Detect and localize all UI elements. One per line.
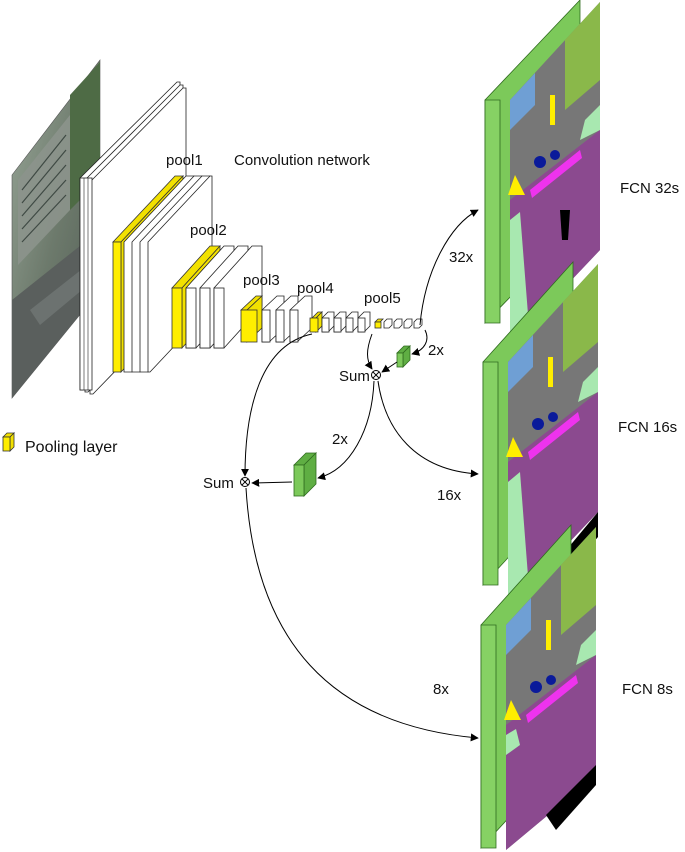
pool4-label: pool4 (297, 280, 334, 297)
upsample-block-2x-small (396, 345, 411, 368)
pool5-layer (374, 318, 384, 329)
network-title: Convolution network (234, 152, 370, 169)
sum-label-2: Sum (203, 475, 234, 492)
arrow-upsample2-to-sum2 (251, 478, 293, 487)
upsample-label-2x-b: 2x (332, 431, 348, 448)
legend-pooling-icon (2, 432, 15, 452)
upsample-label-32x: 32x (449, 249, 474, 266)
pool5-label: pool5 (364, 290, 401, 307)
pool2-label: pool2 (190, 222, 227, 239)
arrow-pool4-to-sum1 (364, 333, 373, 370)
fcn8-label: FCN 8s (622, 681, 673, 698)
sum-label-1: Sum (339, 368, 370, 385)
upsample-block-2x-large (293, 452, 317, 497)
conv-block-4 (261, 295, 313, 343)
pool3-label: pool3 (243, 272, 280, 289)
arrow-sum2-to-fcn8 (245, 487, 479, 742)
arrow-upsample-to-sum1 (381, 361, 398, 373)
arrow-pool5-to-fcn32 (419, 209, 479, 326)
upsample-label-16x: 16x (437, 487, 462, 504)
upsample-label-2x-a: 2x (428, 342, 444, 359)
conv-block-5 (321, 311, 371, 333)
sum-node-1 (371, 370, 381, 380)
upsample-label-8x: 8x (433, 681, 449, 698)
arrow-sum1-to-fcn16 (377, 380, 479, 478)
fcn32-label: FCN 32s (620, 180, 679, 197)
arrow-pool3-to-sum2 (241, 333, 313, 477)
output-fcn32 (484, 0, 600, 345)
pool1-label: pool1 (166, 152, 203, 169)
output-fcn8 (480, 523, 596, 850)
arrow-pool5-to-upsample (411, 329, 428, 356)
arrow-sum1-to-upsample2 (317, 380, 375, 481)
output-fcn16 (482, 260, 598, 607)
fcn16-label: FCN 16s (618, 419, 677, 436)
pool3-layer (239, 295, 264, 343)
sum-node-2 (240, 477, 250, 487)
conv-block-6 (383, 318, 423, 329)
legend-label: Pooling layer (25, 439, 118, 456)
